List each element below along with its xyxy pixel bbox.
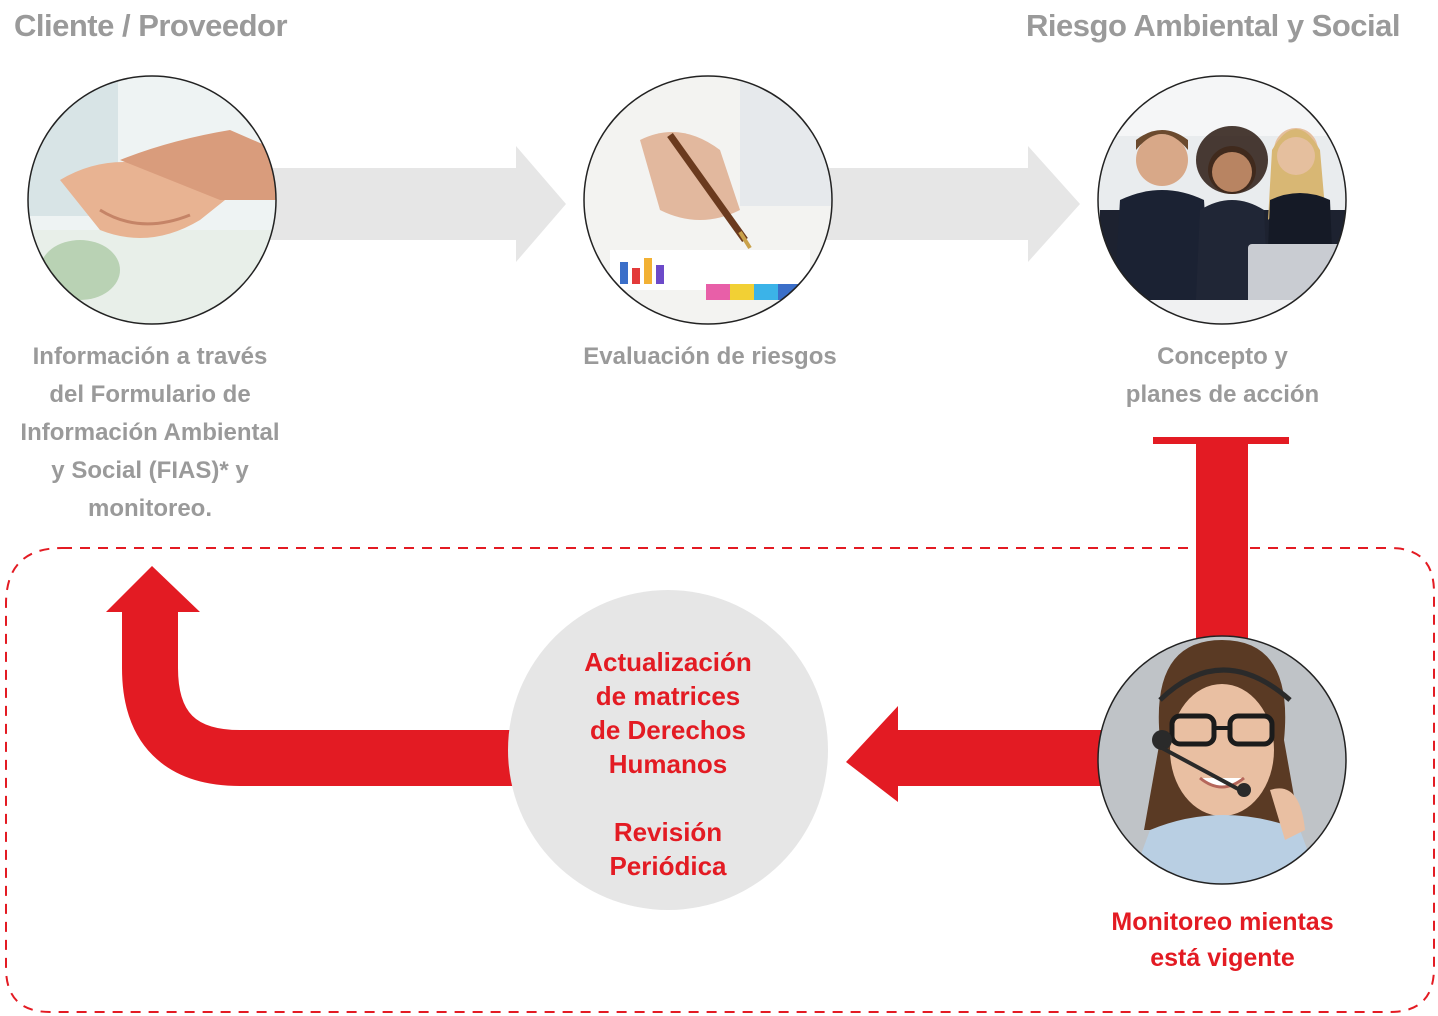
step-caption-monitoring: Monitoreo mientas está vigente	[1111, 908, 1334, 972]
heading-client-provider: Cliente / Proveedor	[14, 8, 288, 43]
heading-environmental-social-risk: Riesgo Ambiental y Social	[1026, 8, 1400, 43]
headset-operator-photo-icon	[1098, 636, 1346, 884]
feedback-loop-boundary	[5, 547, 1435, 1013]
red-return-arrow	[106, 566, 520, 786]
red-arrow-to-center	[846, 706, 1110, 802]
center-node-periodic-review: Revisión Periódica	[609, 817, 727, 881]
step-caption-concept-action-plans: Concepto y planes de acción	[1125, 343, 1320, 408]
gray-arrow-2	[822, 146, 1080, 262]
pen-on-charts-photo-icon	[584, 76, 832, 324]
handshake-photo-icon	[28, 76, 276, 324]
step-caption-risk-evaluation: Evaluación de riesgos	[583, 343, 837, 370]
step-caption-information: Información a través del Formulario de I…	[20, 343, 280, 522]
gray-arrow-1	[268, 146, 566, 262]
center-node-circle	[508, 590, 828, 910]
team-at-laptop-photo-icon	[1098, 76, 1346, 324]
center-node-update-matrices: Actualización de matrices de Derechos Hu…	[584, 647, 752, 779]
red-connector	[1153, 437, 1289, 657]
